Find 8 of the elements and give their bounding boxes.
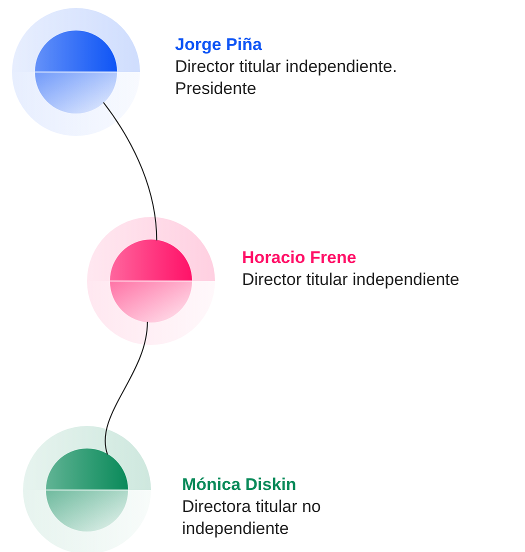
role-text: Directora titular no independiente (182, 496, 322, 540)
person-name: Jorge Piña (175, 34, 263, 56)
person-name: Mónica Diskin (182, 474, 298, 496)
role-text: Director titular independiente (242, 269, 460, 291)
connector-line (103, 102, 158, 240)
person-name: Horacio Frene (242, 247, 358, 269)
connector-line (104, 322, 148, 455)
role-text: Director titular independiente. Presidente (175, 56, 398, 100)
